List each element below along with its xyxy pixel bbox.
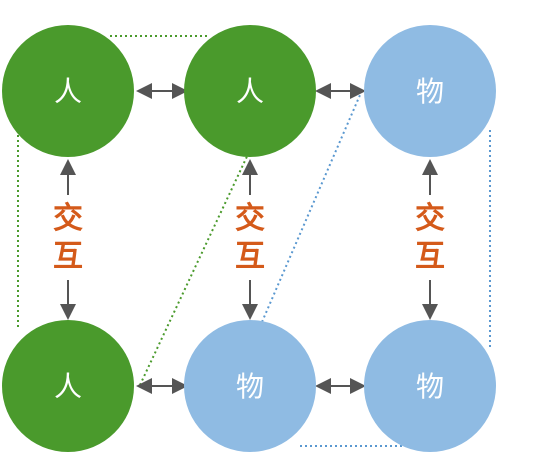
node-top-middle-circle xyxy=(184,25,316,157)
interaction-label-left-line2: 互 xyxy=(53,239,83,274)
node-top-right-circle xyxy=(364,25,496,157)
dotted-diagonal-blue xyxy=(261,94,361,323)
node-top-middle-label: 人 xyxy=(236,75,264,108)
node-bottom-right: 物 xyxy=(364,320,496,452)
node-bottom-middle-circle xyxy=(184,320,316,452)
node-bottom-right-circle xyxy=(364,320,496,452)
node-top-middle: 人 xyxy=(184,25,316,157)
node-bottom-middle-label: 物 xyxy=(236,370,264,403)
interaction-label-left: 交 互 xyxy=(53,201,83,274)
interaction-label-middle-line1: 交 xyxy=(235,201,265,236)
node-bottom-left-circle xyxy=(2,320,134,452)
interaction-label-middle-line2: 互 xyxy=(235,239,265,274)
node-top-right-label: 物 xyxy=(416,75,444,108)
dotted-outline-blue xyxy=(300,130,491,447)
dotted-outline-green xyxy=(17,35,210,330)
node-bottom-left: 人 xyxy=(2,320,134,452)
interaction-label-right-line2: 互 xyxy=(415,239,445,274)
node-bottom-left-label: 人 xyxy=(54,370,82,403)
interaction-label-right-line1: 交 xyxy=(415,201,445,236)
node-top-left-circle xyxy=(2,25,134,157)
node-bottom-right-label: 物 xyxy=(416,370,444,403)
dotted-diagonal-green xyxy=(139,149,251,386)
interaction-label-middle: 交 互 xyxy=(235,201,265,274)
node-bottom-middle: 物 xyxy=(184,320,316,452)
node-top-right: 物 xyxy=(364,25,496,157)
node-top-left: 人 xyxy=(2,25,134,157)
node-top-left-label: 人 xyxy=(54,75,82,108)
interaction-label-left-line1: 交 xyxy=(53,201,83,236)
interaction-label-right: 交 互 xyxy=(415,201,445,274)
